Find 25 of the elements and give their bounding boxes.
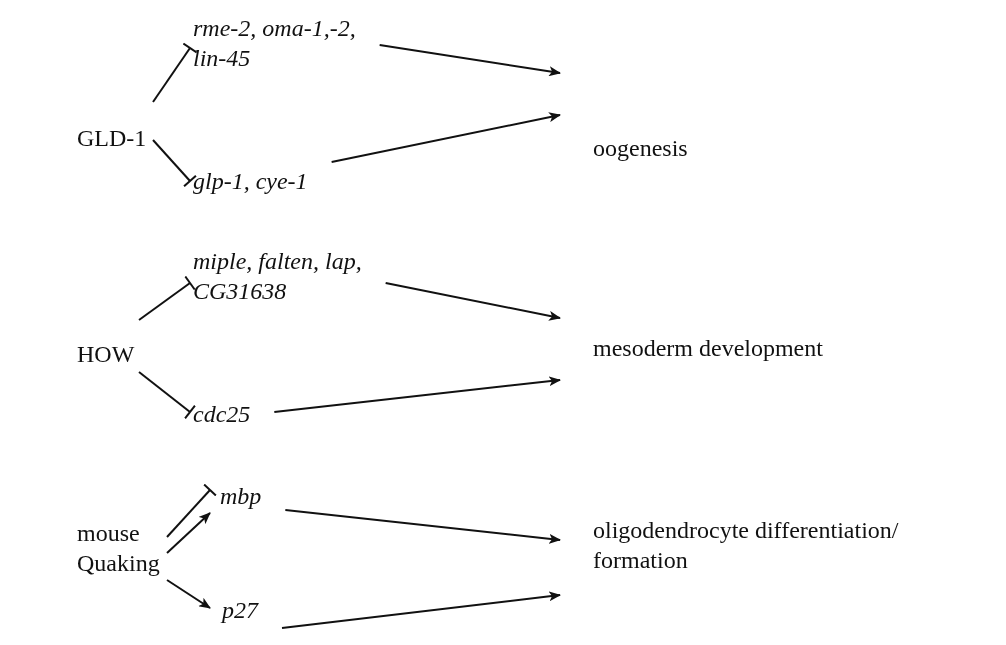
gene-label: glp-1, cye-1 — [192, 167, 309, 196]
arrow — [284, 509, 561, 544]
gene-label: miple, falten, lap, CG31638 — [192, 247, 363, 306]
protein-label: GLD-1 — [76, 123, 148, 153]
arrow — [166, 512, 211, 554]
process-label: oligodendrocyte differentiation/ formation — [592, 516, 900, 575]
protein-label: HOW — [76, 340, 136, 369]
arrow — [330, 112, 561, 163]
inhibition-line — [152, 42, 198, 103]
gene-label: rme-2, oma-1,-2, lin-45 — [192, 13, 357, 73]
arrow — [273, 376, 561, 413]
protein-label: mouse Quaking — [76, 518, 161, 578]
arrow — [378, 44, 561, 77]
process-label: mesoderm development — [592, 334, 824, 363]
arrow — [384, 282, 561, 321]
process-label: oogenesis — [592, 134, 689, 163]
gene-label: cdc25 — [192, 400, 252, 429]
arrow — [166, 579, 211, 609]
inhibition-line — [138, 275, 196, 321]
gene-label: p27 — [219, 596, 260, 625]
arrow — [281, 591, 561, 629]
inhibition-line — [138, 371, 196, 420]
gene-label: mbp — [219, 482, 263, 511]
inhibition-line — [166, 483, 217, 538]
inhibition-line — [152, 139, 197, 188]
